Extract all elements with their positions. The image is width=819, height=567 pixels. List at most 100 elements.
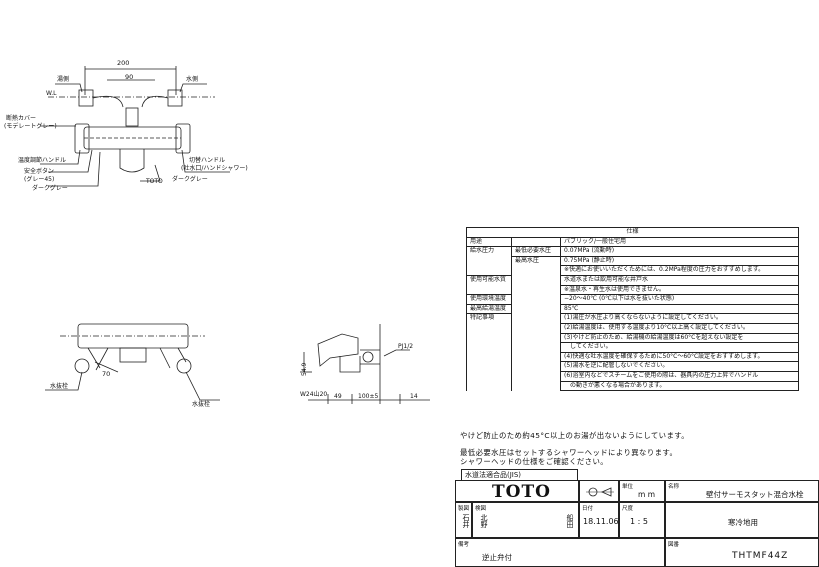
spec-row: 最高給湯温度 85℃ [466, 303, 799, 315]
spec-cell-k2 [511, 323, 561, 334]
spec-cell-k [466, 265, 512, 276]
spec-row: してください。 [466, 342, 799, 353]
spec-cell-v: ※温泉水・再生水は使用できません。 [560, 284, 799, 296]
spec-cell-k2 [511, 304, 561, 314]
spec-cell-k2 [511, 371, 561, 381]
note-scald: やけど防止のため約45°C以上のお湯が出ないようにしています。 [460, 431, 690, 440]
w24-label: W24山20 [300, 390, 327, 398]
spec-row: 特記事項(1)湯圧が水圧より高くならないように設定してください。 [466, 313, 799, 324]
checker-cell: 検図 北野 船田 [472, 502, 579, 538]
scale-cell: 尺度 1 : 5 [619, 502, 665, 538]
spec-cell-k2 [511, 275, 561, 286]
drawing-no-cell: 図番 THTMF44Z [665, 538, 819, 567]
spec-row: 使用環境温度 −20〜40℃ (0℃以下は水を抜いた状態) [466, 294, 799, 305]
temp-handle-label: 温度調節ハンドル [18, 156, 66, 164]
spec-cell-k2: 最低必要水圧 [511, 246, 561, 257]
unit-value: m m [638, 490, 655, 499]
spec-cell-k2 [511, 352, 561, 362]
spec-cell-v: (2)給湯温度は、使用する温度より10°C以上高く設定してください。 [560, 322, 799, 334]
spec-cell-k: 用途 [466, 236, 512, 247]
projection-symbol-cell [579, 480, 619, 502]
spec-cell-k2 [511, 342, 561, 353]
spec-cell-v: の動きが悪くなる場合があります。 [560, 380, 799, 392]
spec-row: の動きが悪くなる場合があります。 [466, 380, 799, 392]
front-view-drawing: 200 90 湯側 水側 W.L 断熱カバー (モデレートグレー) 温度調節ハン… [4, 59, 248, 192]
spec-cell-k: 使用可能水質 [466, 274, 512, 286]
spec-cell-v: 水道水または飲用可能な井戸水 [560, 274, 799, 286]
drafter-cell: 製図 石井 [455, 502, 472, 538]
approver-name: 船田 [566, 514, 574, 528]
spec-cell-k [466, 285, 512, 295]
dark-gray-left-label: ダークグレー [32, 184, 68, 192]
safety-color-label: (グレー45) [24, 175, 54, 183]
spec-cell-k2: 最高水圧 [511, 255, 561, 266]
variant-value: 寒冷地用 [728, 518, 758, 527]
variant-cell: 寒冷地用 [665, 502, 819, 538]
spec-row: (5)湯水を逆に配管しないでください。 [466, 361, 799, 372]
spec-cell-k2 [511, 333, 561, 343]
spec-cell-k [466, 256, 512, 266]
insulation-color-label: (モデレートグレー) [4, 122, 57, 130]
spec-cell-v: (4)快適な吐水温度を確保するために50°C〜60°C設定をおすすめします。 [560, 351, 799, 363]
spec-cell-k2 [511, 265, 561, 276]
drafter-name: 石井 [462, 514, 470, 528]
spec-cell-k [466, 352, 512, 362]
title-block: 水道法適合品(JIS) TOTO 単位 m m 名称 壁付サーモスタット混合水栓… [455, 469, 819, 567]
brand-cell: TOTO [455, 480, 579, 502]
spec-row: 用途パブリック/一般住宅用 [466, 236, 799, 248]
spec-cell-v: (1)湯圧が水圧より高くならないように設定してください。 [560, 313, 799, 324]
toto-mark-label: TOTO [145, 178, 163, 185]
projection-symbol-icon [586, 487, 614, 497]
spec-cell-v: 0.75MPa (静止時) [560, 255, 799, 267]
remarks-cell: 備考 逆止弁付 [455, 538, 665, 567]
name-cell: 名称 壁付サーモスタット混合水栓 [665, 480, 819, 502]
stop-valve-right-label: 水抜栓 [192, 400, 210, 408]
product-name: 壁付サーモスタット混合水栓 [706, 490, 804, 499]
spec-cell-v: 0.07MPa (流動時) [560, 246, 799, 257]
pj-label: PJ1/2 [398, 343, 413, 350]
scale-value: 1 : 5 [630, 517, 648, 526]
spec-cell-v: (6)浴室内などでスチームをご使用の際は、器具内の圧力上昇でハンドル [560, 370, 799, 382]
spec-cell-k2 [511, 237, 561, 247]
spec-cell-k: 給水圧力 [466, 246, 512, 257]
spec-cell-v: してください。 [560, 342, 799, 353]
spec-cell-v: (3)やけど防止のため、給湯機の給湯温度は60°Cを超えない設定を [560, 332, 799, 344]
switch-desc-label: (吐水口/ハンドシャワー) [181, 164, 248, 172]
wl-label: W.L [46, 90, 57, 97]
checker-name: 北野 [480, 514, 488, 528]
spec-row: 使用可能水質 水道水または飲用可能な井戸水 [466, 274, 799, 286]
side-view-drawing: 54.9 PJ1/2 W24山20 49 100±5 14 [300, 324, 430, 404]
spec-cell-v: ※快適にお使いいただくためには、0.2MPa程度の圧力をおすすめします。 [560, 265, 799, 276]
dim-54: 54.9 [301, 362, 308, 376]
spec-row: (6)浴室内などでスチームをご使用の際は、器具内の圧力上昇でハンドル [466, 370, 799, 382]
spec-cell-k2 [511, 361, 561, 372]
dim-200: 200 [117, 59, 129, 67]
dim-90: 90 [125, 73, 133, 81]
dim-100: 100±5 [358, 393, 378, 400]
remarks-value: 逆止弁付 [482, 553, 512, 562]
spec-cell-v: (5)湯水を逆に配管しないでください。 [560, 361, 799, 372]
note-check: シャワーヘッドの仕様をご確認ください。 [460, 457, 609, 466]
spec-cell-k [466, 381, 512, 391]
spec-title: 仕様 [466, 227, 799, 238]
spec-cell-v: 85℃ [560, 303, 799, 315]
dark-gray-right-label: ダークグレー [172, 175, 208, 183]
spec-cell-k [466, 323, 512, 334]
dim-49: 49 [334, 393, 342, 400]
insulation-cover-label: 断熱カバー [6, 114, 36, 122]
spec-row: (3)やけど防止のため、給湯機の給湯温度は60°Cを超えない設定を [466, 332, 799, 344]
spec-cell-v: −20〜40℃ (0℃以下は水を抜いた状態) [560, 294, 799, 305]
spec-cell-k2 [511, 294, 561, 305]
spec-cell-k: 最高給湯温度 [466, 303, 512, 314]
spec-cell-k [466, 333, 512, 343]
drawing-number: THTMF44Z [732, 551, 789, 561]
spec-cell-k2 [511, 313, 561, 324]
unit-cell: 単位 m m [619, 480, 665, 502]
dim-70: 70 [102, 370, 110, 378]
spec-cell-k: 使用環境温度 [466, 294, 512, 305]
cold-side-label: 水側 [186, 75, 198, 83]
bottom-view-drawing: 70 水抜栓 水抜栓 [45, 323, 220, 408]
